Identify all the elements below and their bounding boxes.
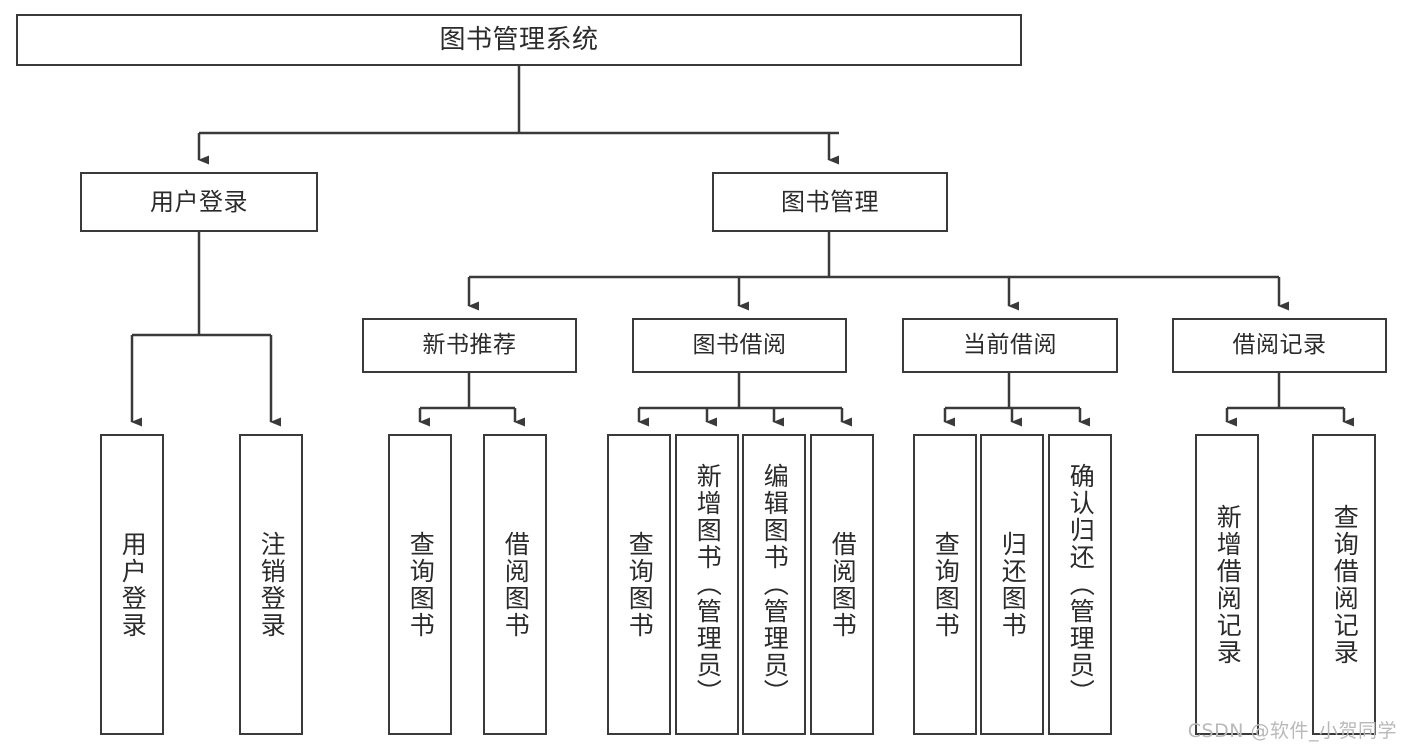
node-book-manage-label: 图书管理	[781, 188, 879, 216]
leaf-edit-book-label: 编辑图书（管理员）	[760, 463, 790, 706]
node-user-login[interactable]: 用户登录	[80, 172, 318, 232]
node-root[interactable]: 图书管理系统	[16, 14, 1022, 66]
leaf-query-record-label: 查询借阅记录	[1330, 503, 1360, 666]
leaf-query-book-2-label: 查询图书	[625, 530, 655, 639]
node-current-borrow-label: 当前借阅	[963, 332, 1057, 358]
leaf-query-book-2[interactable]: 查询图书	[607, 434, 671, 735]
leaf-user-logout[interactable]: 注销登录	[239, 434, 303, 735]
leaf-borrow-book-2[interactable]: 借阅图书	[810, 434, 874, 735]
leaf-return-book-label: 归还图书	[998, 530, 1028, 639]
leaf-add-record-label: 新增借阅记录	[1213, 503, 1243, 666]
leaf-query-book-3[interactable]: 查询图书	[913, 434, 977, 735]
node-borrow-record[interactable]: 借阅记录	[1172, 318, 1387, 373]
leaf-query-record[interactable]: 查询借阅记录	[1312, 434, 1376, 735]
node-root-label: 图书管理系统	[439, 25, 599, 55]
leaf-borrow-book-1[interactable]: 借阅图书	[483, 434, 547, 735]
leaf-user-login-label: 用户登录	[118, 530, 148, 639]
leaf-add-book[interactable]: 新增图书（管理员）	[675, 434, 739, 735]
leaf-borrow-book-2-label: 借阅图书	[828, 530, 858, 639]
csdn-watermark: CSDN @软件_小贺同学	[1187, 720, 1397, 742]
leaf-edit-book[interactable]: 编辑图书（管理员）	[742, 434, 806, 735]
leaf-user-login[interactable]: 用户登录	[100, 434, 164, 735]
node-book-manage[interactable]: 图书管理	[712, 172, 948, 232]
leaf-borrow-book-1-label: 借阅图书	[501, 530, 531, 639]
leaf-confirm-return[interactable]: 确认归还（管理员）	[1048, 434, 1112, 735]
leaf-query-book-1[interactable]: 查询图书	[388, 434, 452, 735]
leaf-confirm-return-label: 确认归还（管理员）	[1066, 463, 1096, 706]
leaf-return-book[interactable]: 归还图书	[980, 434, 1044, 735]
node-current-borrow[interactable]: 当前借阅	[902, 318, 1118, 373]
leaf-add-record[interactable]: 新增借阅记录	[1195, 434, 1259, 735]
leaf-add-book-label: 新增图书（管理员）	[693, 463, 723, 706]
leaf-query-book-3-label: 查询图书	[931, 530, 961, 639]
node-book-borrow[interactable]: 图书借阅	[632, 318, 847, 373]
node-new-book-recommend-label: 新书推荐	[422, 332, 517, 358]
leaf-query-book-1-label: 查询图书	[406, 530, 436, 639]
node-new-book-recommend[interactable]: 新书推荐	[362, 318, 577, 373]
node-borrow-record-label: 借阅记录	[1232, 332, 1327, 358]
leaf-user-logout-label: 注销登录	[257, 530, 287, 639]
node-user-login-label: 用户登录	[150, 188, 248, 216]
node-book-borrow-label: 图书借阅	[692, 332, 787, 358]
